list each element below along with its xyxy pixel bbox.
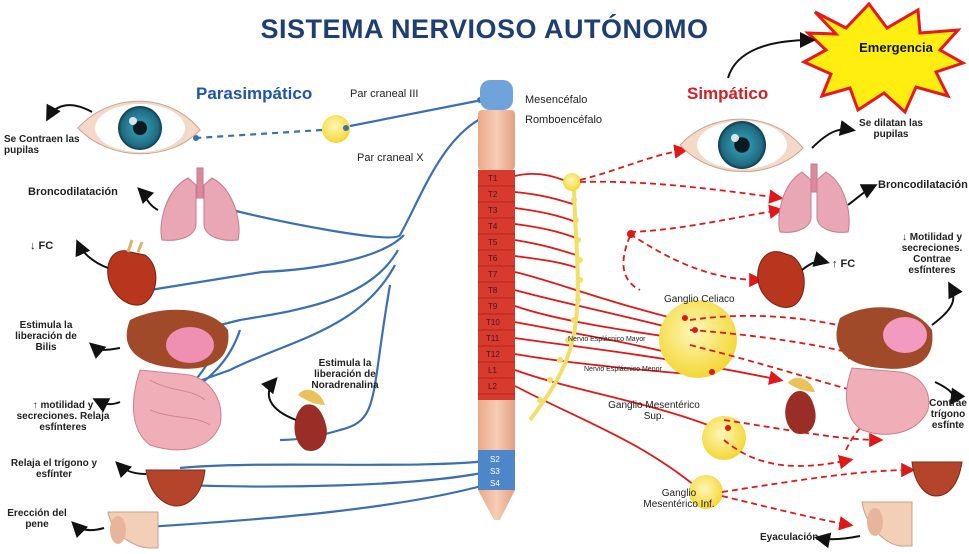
kidney-right	[785, 378, 815, 434]
spinal-cord	[478, 80, 515, 520]
para-pupils-label: Se Contraen las pupilas	[4, 134, 94, 156]
para-adrenal-label: Estimula la liberación de Noradrenalina	[300, 358, 390, 391]
bladder-right	[912, 462, 962, 496]
segment-t7: T7	[488, 270, 497, 279]
pelvis-right	[862, 502, 912, 546]
emergency-label: Emergencia	[846, 40, 946, 55]
segment-t10: T10	[486, 318, 500, 327]
segment-t11: T11	[486, 334, 499, 343]
sympathetic-chain	[530, 182, 578, 420]
digestive-left	[127, 310, 229, 450]
symp-gut-label: ↓ Motilidad y secreciones. Contrae esfín…	[896, 232, 968, 276]
digestive-right	[836, 307, 932, 434]
bladder-left	[146, 470, 205, 506]
symp-pupils-label: Se dilatan las pupilas	[848, 118, 934, 140]
segment-t2: T2	[488, 190, 497, 199]
symp-ejaculation-label: Eyaculación	[760, 532, 818, 543]
inferior-mesenteric-label: Ganglio Mesentérico Inf.	[636, 488, 722, 510]
lungs-right	[779, 164, 849, 232]
segment-t4: T4	[488, 222, 497, 231]
para-heart-label: ↓ FC	[30, 240, 53, 252]
eye-right	[680, 119, 803, 172]
symp-bladder-label: Contrae trígono esfínte	[928, 398, 968, 431]
superior-cervical-ganglion	[563, 173, 581, 191]
segment-s3: S3	[490, 467, 500, 476]
para-penis-label: Erección del pene	[6, 508, 68, 530]
heart-right	[758, 252, 805, 308]
splanchnic-minor-label: Nervio Esplácnico Menor	[584, 366, 662, 373]
segment-t12: T12	[486, 350, 500, 359]
sympathetic-header: Simpático	[687, 84, 768, 104]
segment-t9: T9	[488, 302, 497, 311]
para-bladder-label: Relaja el trígono y esfínter	[4, 458, 104, 480]
kidney-left	[294, 390, 326, 451]
segment-t5: T5	[488, 238, 497, 247]
segment-l2: L2	[488, 382, 497, 391]
parasympathetic-header: Parasimpático	[196, 84, 312, 104]
rhombencephalon-label: Romboencéfalo	[525, 114, 602, 126]
para-gut-label: ↑ motilidad y secreciones. Relaja esfínt…	[4, 400, 122, 433]
emergency-arrow	[728, 40, 812, 78]
segment-t6: T6	[488, 254, 497, 263]
segment-s2: S2	[490, 455, 500, 464]
symp-bronchi-label: Broncodilatación	[878, 179, 968, 191]
eye-left	[78, 101, 200, 154]
page-title: SISTEMA NERVIOSO AUTÓNOMO	[0, 14, 969, 45]
cranial-nerve-iii-label: Par craneal III	[350, 88, 418, 100]
pelvis-left	[108, 512, 158, 548]
para-bronchi-label: Broncodilatación	[28, 186, 118, 198]
para-bile-label: Estimula la liberación de Bilis	[6, 320, 86, 353]
symp-heart-label: ↑ FC	[832, 258, 855, 270]
segment-t3: T3	[488, 206, 497, 215]
segment-s4: S4	[490, 479, 500, 488]
lungs-left	[161, 168, 239, 240]
superior-mesenteric-label: Ganglio Mesentérico Sup.	[604, 400, 704, 422]
segment-t8: T8	[488, 286, 497, 295]
segment-l1: L1	[488, 366, 497, 375]
celiac-ganglion	[659, 300, 737, 378]
cranial-nerve-x-label: Par craneal X	[357, 152, 424, 164]
celiac-ganglion-label: Ganglio Celiaco	[664, 294, 735, 305]
segment-t1: T1	[488, 174, 497, 183]
splanchnic-major-label: Nervio Esplácnico Mayor	[568, 336, 645, 343]
heart-left	[108, 240, 156, 305]
mesencephalon-label: Mesencéfalo	[525, 94, 587, 106]
